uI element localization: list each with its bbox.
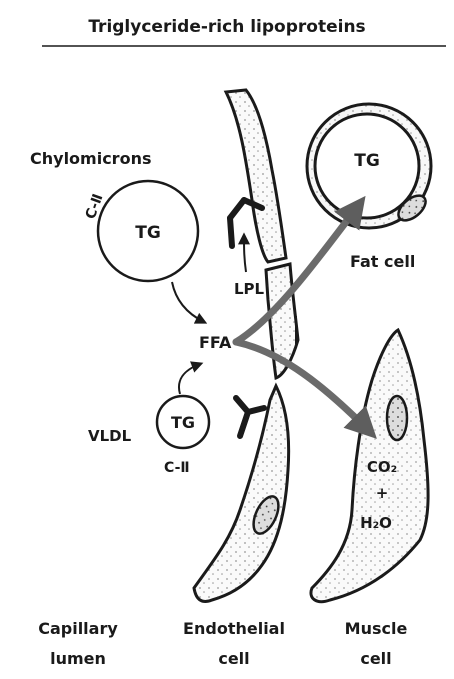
lpl-enzyme-lower [236, 398, 264, 436]
capillary-lumen-label-line2: lumen [50, 649, 106, 668]
chylomicron-tg-label: TG [135, 223, 161, 243]
lpl-label: LPL [234, 280, 265, 298]
lpl-pointer-arrow [244, 236, 246, 272]
muscle-cell-label-line1: Muscle [345, 619, 408, 638]
apo-c2-label-bottom: C-Ⅱ [164, 460, 190, 476]
h2o-label: H₂O [360, 514, 392, 532]
ffa-label: FFA [199, 333, 232, 352]
endothelial-cell-label-line1: Endothelial [183, 619, 285, 638]
co2-label: CO₂ [367, 458, 397, 476]
endothelial-cell-label-line2: cell [218, 649, 249, 668]
fat-cell-label: Fat cell [350, 252, 415, 271]
capillary-lumen-label-line1: Capillary [38, 619, 118, 638]
vldl-to-ffa-arrow [179, 364, 200, 394]
plus-label: + [376, 484, 389, 502]
fat-cell-tg-label: TG [354, 151, 380, 171]
diagram-title: Triglyceride-rich lipoproteins [88, 17, 365, 37]
chylomicron-to-ffa-arrow [172, 282, 204, 322]
ffa-to-muscle-cell-arrow [236, 342, 368, 430]
muscle-cell-label-line2: cell [360, 649, 391, 668]
chylomicrons-label: Chylomicrons [30, 149, 151, 168]
vldl-label: VLDL [88, 427, 132, 445]
vldl-tg-label: TG [171, 413, 195, 432]
